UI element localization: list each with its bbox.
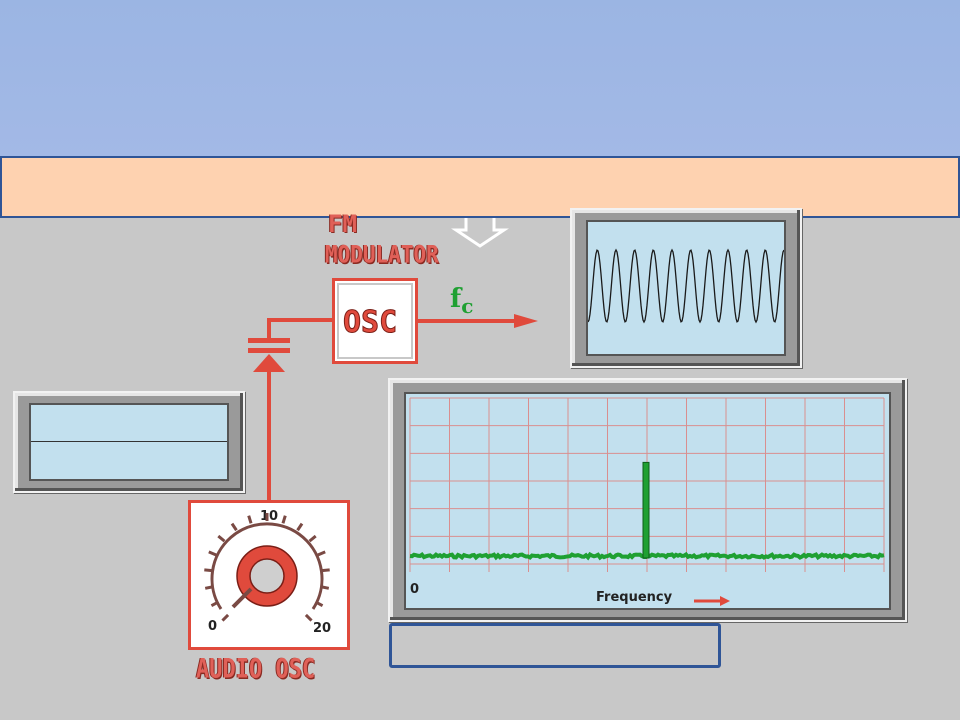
carrier-frequency-label: fc: [450, 284, 473, 318]
dial-tick: [208, 550, 217, 557]
dial-min-label: 0: [208, 619, 218, 634]
dial-tick: [317, 550, 326, 557]
flat-trace: [31, 441, 227, 442]
osc-label: OSC: [342, 305, 398, 341]
dial-tick: [221, 613, 230, 622]
fc-main: f: [450, 284, 462, 314]
title-band: [0, 0, 960, 157]
dial-tick: [281, 515, 287, 524]
oscillator-block: OSC: [332, 278, 418, 364]
frequency-arrow-icon: [694, 596, 730, 606]
carrier-waveform: [587, 248, 785, 324]
modulating-signal-screen: [29, 403, 229, 481]
dial-max-label: 20: [313, 621, 332, 636]
caption-bar: [0, 156, 960, 218]
modulator-label: MODULATOR: [325, 240, 439, 269]
audio-osc-label: AUDIO OSC: [196, 654, 316, 685]
frequency-dial[interactable]: [191, 503, 347, 647]
capacitor-plate-top: [248, 338, 290, 343]
dial-tick: [308, 534, 317, 543]
spectrum-analyzer-monitor: 0 Frequency: [388, 378, 907, 622]
carrier-spectral-line: [642, 461, 650, 559]
dial-knob-center: [249, 558, 285, 594]
dial-tick: [304, 613, 313, 622]
dial-tick: [296, 522, 304, 532]
audio-oscillator: 10 0 20: [188, 500, 350, 650]
spectrum-axis-label: Frequency: [596, 590, 673, 605]
fm-label: FM: [328, 210, 357, 238]
dial-pointer: [231, 587, 253, 609]
output-arrow: [514, 314, 538, 328]
spectrum-screen: 0 Frequency: [404, 392, 891, 610]
dial-tick: [247, 515, 253, 524]
caption-outline-box: [389, 623, 721, 668]
osc-input-wire: [267, 318, 334, 338]
spectrum-origin-label: 0: [410, 582, 420, 597]
carrier-waveform-monitor: [570, 208, 802, 368]
fc-subscript: c: [461, 294, 474, 318]
dial-tick: [217, 534, 226, 543]
dial-mid-label: 10: [260, 509, 279, 524]
varactor-arrow: [253, 354, 285, 372]
pointer-down-arrow: [451, 214, 509, 248]
dial-tick: [321, 568, 330, 573]
dial-tick: [204, 568, 213, 573]
carrier-waveform-screen: [586, 220, 786, 356]
modulating-signal-monitor: [13, 391, 245, 493]
dial-tick: [230, 522, 238, 532]
spectrum-plot: [409, 397, 885, 572]
capacitor-plate-bottom: [248, 348, 290, 353]
